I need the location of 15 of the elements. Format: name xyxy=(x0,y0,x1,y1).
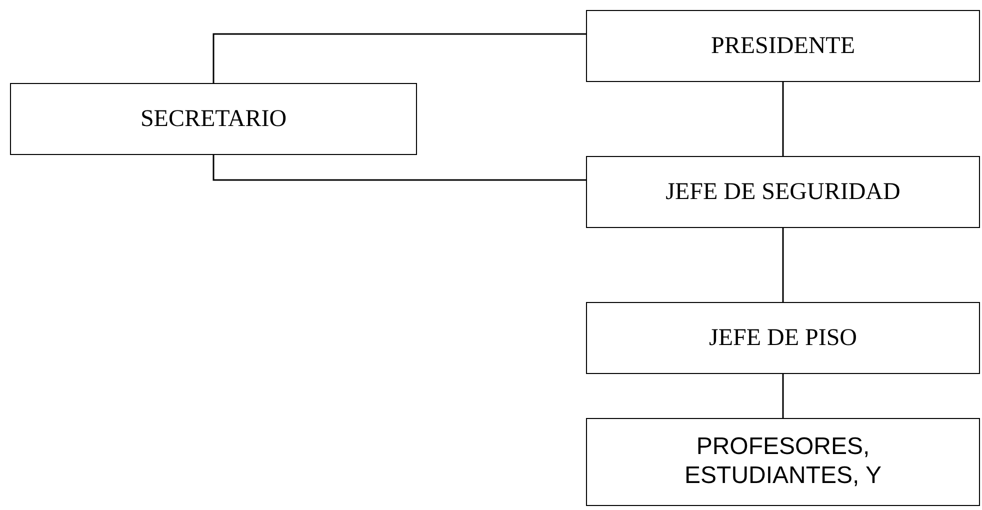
connector-line xyxy=(782,374,784,418)
position-box xyxy=(10,83,417,155)
role-label: JEFE DE PISO xyxy=(708,324,858,352)
connector-line xyxy=(782,228,784,302)
position-box xyxy=(586,418,980,506)
role-label: PROFESORES, ESTUDIANTES, Y xyxy=(684,433,882,491)
role-label: PRESIDENTE xyxy=(711,32,855,60)
position-box xyxy=(586,302,980,374)
position-box xyxy=(586,156,980,228)
role-label: SECRETARIO xyxy=(140,106,287,132)
connector-line xyxy=(212,33,586,83)
connector-line xyxy=(782,82,784,156)
connector-line xyxy=(212,155,586,181)
role-label: JEFE DE SEGURIDAD xyxy=(666,178,900,206)
position-box xyxy=(586,10,980,82)
